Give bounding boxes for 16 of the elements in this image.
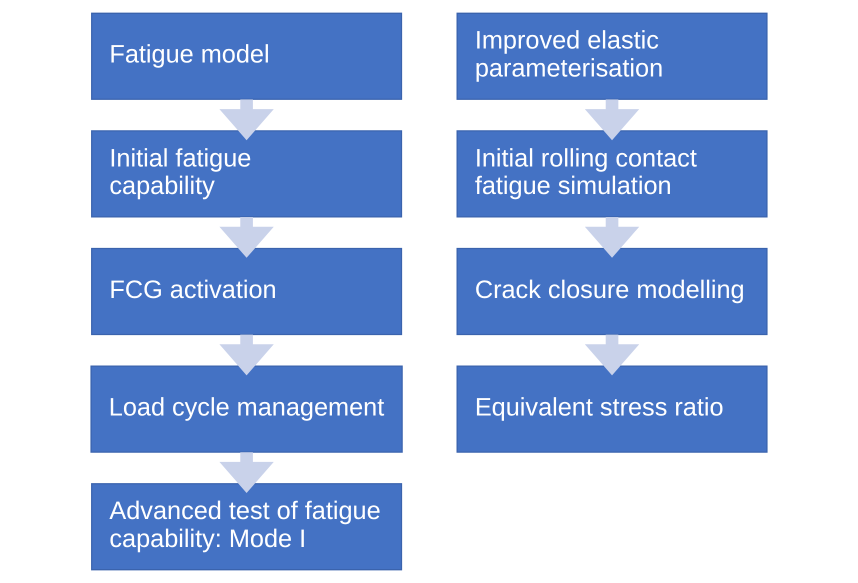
node-box: Improved elastic parameterisation bbox=[456, 12, 768, 100]
node-box: Fatigue model bbox=[91, 12, 402, 100]
node-box: Initial rolling contact fatigue simulation bbox=[456, 130, 768, 218]
node-box: Initial fatigue capability bbox=[91, 130, 402, 218]
node-box: Advanced test of fatigue capability: Mode I bbox=[91, 483, 402, 570]
arrow bbox=[584, 217, 640, 258]
arrow bbox=[219, 334, 274, 376]
node-box: Equivalent stress ratio bbox=[456, 365, 768, 453]
node-box: FCG activation bbox=[91, 248, 402, 336]
node-box: Crack closure modelling bbox=[456, 248, 768, 336]
arrow bbox=[219, 217, 274, 258]
arrow bbox=[584, 334, 640, 376]
arrow bbox=[219, 99, 274, 140]
node-box: Load cycle management bbox=[90, 365, 403, 453]
arrow bbox=[584, 99, 640, 140]
arrow bbox=[219, 452, 274, 493]
